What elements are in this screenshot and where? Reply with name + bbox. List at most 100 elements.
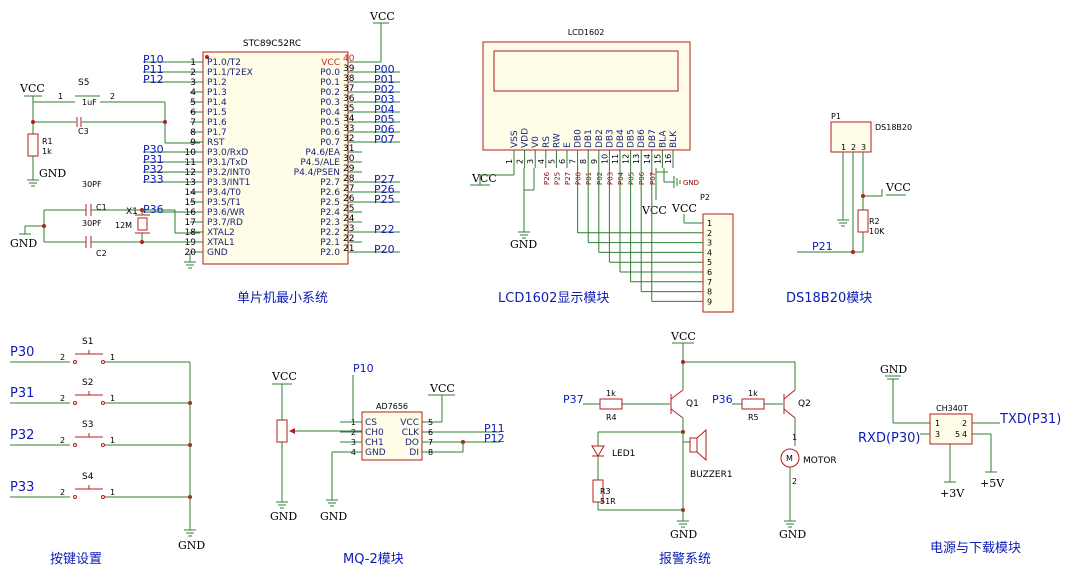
alarm-q1-ref: Q1 (686, 399, 699, 409)
reset-cap-ref: C3 (78, 127, 89, 136)
button-ref[interactable]: S3 (82, 420, 93, 430)
mcu-left-pin-name: P1.0/T2 (207, 58, 241, 68)
mcu-right-net: P03 (374, 93, 395, 106)
reset-cap-val: 1uF (82, 98, 97, 107)
lcd-pin-name: DB3 (605, 129, 615, 148)
mq2-gnd-label: GND (270, 510, 297, 523)
reset-sw-ref: S5 (78, 78, 89, 88)
mq2-right-pin-name: VCC (400, 418, 419, 428)
power-gnd-label: GND (880, 363, 907, 376)
lcd-pin-num: 6 (558, 159, 567, 164)
mcu-right-pin-num: 34 (343, 114, 355, 124)
mcu-right-pin-name: P2.1 (320, 238, 340, 248)
lcd-rot-net: P04 (617, 171, 625, 185)
mcu-right-pin-name: P0.1 (320, 78, 340, 88)
mcu-right-pin-num: 35 (343, 104, 354, 114)
mcu-right-net: P04 (374, 103, 395, 116)
mq2-left-pin-name: CH1 (365, 438, 384, 448)
mq2-right-pin-name: CLK (402, 428, 420, 438)
lcd-rot-net: P02 (596, 172, 604, 185)
ch340-pin4: 4 (962, 430, 967, 439)
ds18b20-section: P1 DS18B20 1 2 3 VCC R2 10K P21 DS18B20模… (786, 112, 912, 306)
mcu-left-pin-num: 19 (185, 238, 197, 248)
alarm-r3-val: 51R (600, 497, 616, 506)
mcu-right-pin-name: P0.5 (320, 118, 340, 128)
mq2-net-do: P12 (484, 432, 505, 445)
ds18b20-body (830, 121, 872, 153)
lcd-body (482, 41, 691, 151)
button-ref[interactable]: S2 (82, 378, 93, 388)
lcd-pin-name: BLA (658, 130, 668, 148)
ds18b20-pin1: 1 (841, 143, 846, 152)
osc-xtal-ref: X1 (126, 207, 138, 217)
mq2-left-pin-num: 3 (351, 438, 356, 447)
mcu-left-pin-name: XTAL2 (207, 228, 235, 238)
mcu-right-net: P26 (374, 183, 395, 196)
reset-sw-p1: 1 (58, 92, 63, 101)
lcd-vcc-label: VCC (471, 172, 497, 185)
lcd-rot-net: P00 (575, 172, 583, 185)
mcu-left-pin-name: P1.2 (207, 78, 227, 88)
osc-xtal-val: 12M (115, 221, 132, 230)
mcu-left-pin-num: 14 (185, 188, 197, 198)
alarm-r3-ref: R3 (600, 487, 611, 496)
mcu-left-pin-num: 12 (185, 168, 196, 178)
lcd-pin-num: 1 (505, 159, 514, 164)
mcu-ref: STC89C52RC (243, 39, 301, 49)
lcd-pin-num: 2 (516, 159, 525, 164)
button-ref[interactable]: S1 (82, 337, 93, 347)
mcu-left-pin-name: P1.1/T2EX (207, 68, 253, 78)
button-pin2: 2 (60, 394, 65, 403)
mcu-right-pin-name: P2.5 (320, 198, 340, 208)
lcd-section: LCD1602 VSS1VDD2V03RS4RW5E6DB07DB18DB29D… (470, 28, 734, 313)
mcu-left-pin-name: P3.1/TxD (207, 158, 248, 168)
ch340-body (929, 413, 973, 445)
power-txd: TXD(P31) (999, 412, 1061, 427)
mcu-right-pin-num: 31 (343, 144, 354, 154)
power-v5: +5V (980, 477, 1005, 490)
mcu-right-pin-num: 23 (343, 224, 354, 234)
lcd-pin-num: 12 (622, 154, 631, 164)
lcd-pin-num: 9 (590, 159, 599, 164)
button-pin2: 2 (60, 488, 65, 497)
lcd-pin-name: DB7 (648, 129, 658, 148)
mcu-left-net: P11 (143, 63, 164, 76)
mcu-left-net: P10 (143, 53, 164, 66)
mq2-right-pin-name: DO (405, 438, 419, 448)
alarm-buzzer-ref: BUZZER1 (690, 470, 733, 480)
lcd-gnd-label: GND (510, 238, 537, 251)
lcd-screen (493, 50, 679, 92)
lcd-header-pin-num: 3 (707, 239, 712, 248)
lcd-header-ref: P2 (700, 193, 710, 202)
ds18b20-ref: P1 (831, 112, 841, 121)
ch340-ref: CH340T (936, 404, 968, 413)
power-v3: +3V (940, 487, 965, 500)
mcu-left-pin-name: P1.5 (207, 108, 227, 118)
mq2-right-pin-num: 8 (428, 448, 433, 457)
button-ref[interactable]: S4 (82, 472, 94, 482)
lcd-header-pin-num: 1 (707, 219, 712, 228)
mcu-left-pin-num: 1 (190, 58, 196, 68)
power-section-title: 电源与下载模块 (930, 541, 1021, 556)
mcu-right-pin-name: P0.4 (320, 108, 340, 118)
mcu-right-net: P22 (374, 223, 395, 236)
mq2-left-pin-num: 2 (351, 428, 356, 437)
reset-res-ref: R1 (42, 137, 53, 146)
mcu-left-net: P31 (143, 153, 164, 166)
mcu-right-net: P01 (374, 73, 395, 86)
mcu-left-pin-name: P3.5/T1 (207, 198, 241, 208)
mcu-right-pin-num: 27 (343, 184, 354, 194)
lcd-pin-num: 11 (611, 154, 620, 164)
lcd-pin-name: BLK (669, 130, 679, 148)
lcd-pin-num: 13 (632, 154, 641, 164)
mcu-left-pin-num: 10 (185, 148, 197, 158)
ds18b20-section-title: DS18B20模块 (786, 291, 872, 306)
mq2-section-title: MQ-2模块 (343, 552, 404, 567)
mcu-right-pin-name: P0.6 (320, 128, 340, 138)
mq2-right-pin-num: 6 (428, 428, 433, 437)
mq2-left-pin-name: CH0 (365, 428, 384, 438)
ch340-pin1: 1 (935, 419, 940, 428)
mcu-left-net: P12 (143, 73, 164, 86)
